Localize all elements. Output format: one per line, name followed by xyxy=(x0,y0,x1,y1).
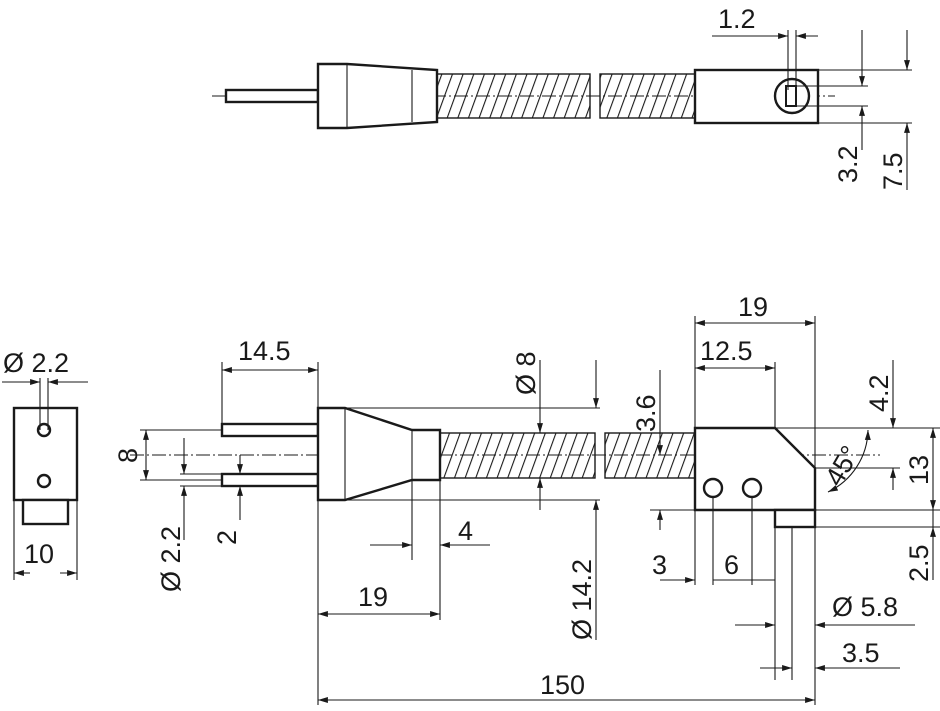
dim-hole-edge: 3 xyxy=(652,550,667,580)
pin xyxy=(224,88,320,104)
pin-upper xyxy=(220,422,320,438)
dim-hole-dia: Ø 2.2 xyxy=(3,348,69,378)
dim-tab-height: 2.5 xyxy=(904,544,934,582)
dim-width: 10 xyxy=(24,539,54,569)
lens-slot xyxy=(785,85,797,107)
mounting-hole xyxy=(702,477,724,499)
connector-body xyxy=(316,62,439,130)
mounting-tab xyxy=(773,508,817,529)
connector-body xyxy=(316,406,442,502)
top-view: 1.2 3.2 7.5 xyxy=(212,4,912,190)
dim-hole-pitch: 6 xyxy=(724,550,739,580)
sensor-head xyxy=(693,426,817,512)
fiber-cable xyxy=(439,432,596,479)
pin-lower xyxy=(220,472,320,488)
dim-chamfer: 4.2 xyxy=(864,374,894,412)
hole xyxy=(36,422,52,438)
dim-tab-dia: Ø 5.8 xyxy=(832,592,898,622)
dim-connector-dia: Ø 14.2 xyxy=(567,559,597,640)
dim-gap: 1.2 xyxy=(718,4,756,34)
mounting-tab xyxy=(21,498,70,526)
fiber-cable xyxy=(599,73,696,119)
dim-pin-offset: 2 xyxy=(212,530,242,545)
side-view: Ø 2.2 10 xyxy=(2,348,88,580)
dim-head-length: 19 xyxy=(738,292,768,322)
dim-head-offset: 3.6 xyxy=(631,394,661,432)
fiber-cable xyxy=(604,432,696,479)
dim-height-total: 7.5 xyxy=(878,152,908,190)
dim-pin-dia: Ø 2.2 xyxy=(156,526,186,592)
dim-pin-length: 14.5 xyxy=(238,336,291,366)
dim-connector-length: 19 xyxy=(358,582,388,612)
hole xyxy=(36,473,52,489)
dim-angle: 45° xyxy=(819,441,865,491)
dim-head-height: 13 xyxy=(904,455,934,485)
dim-cable-dia: Ø 8 xyxy=(511,351,541,395)
dim-total-length: 150 xyxy=(540,670,585,700)
dim-sleeve: 4 xyxy=(458,516,473,546)
dim-pin-spacing: 8 xyxy=(113,448,143,463)
dim-tab-width: 3.5 xyxy=(842,638,880,668)
main-view: 14.5 8 Ø 2.2 2 Ø 8 Ø 14.2 4 19 xyxy=(113,292,940,705)
dim-height-small: 3.2 xyxy=(833,145,863,183)
dim-head-top: 12.5 xyxy=(700,336,753,366)
mounting-hole xyxy=(741,477,763,499)
fiber-cable xyxy=(436,73,591,119)
